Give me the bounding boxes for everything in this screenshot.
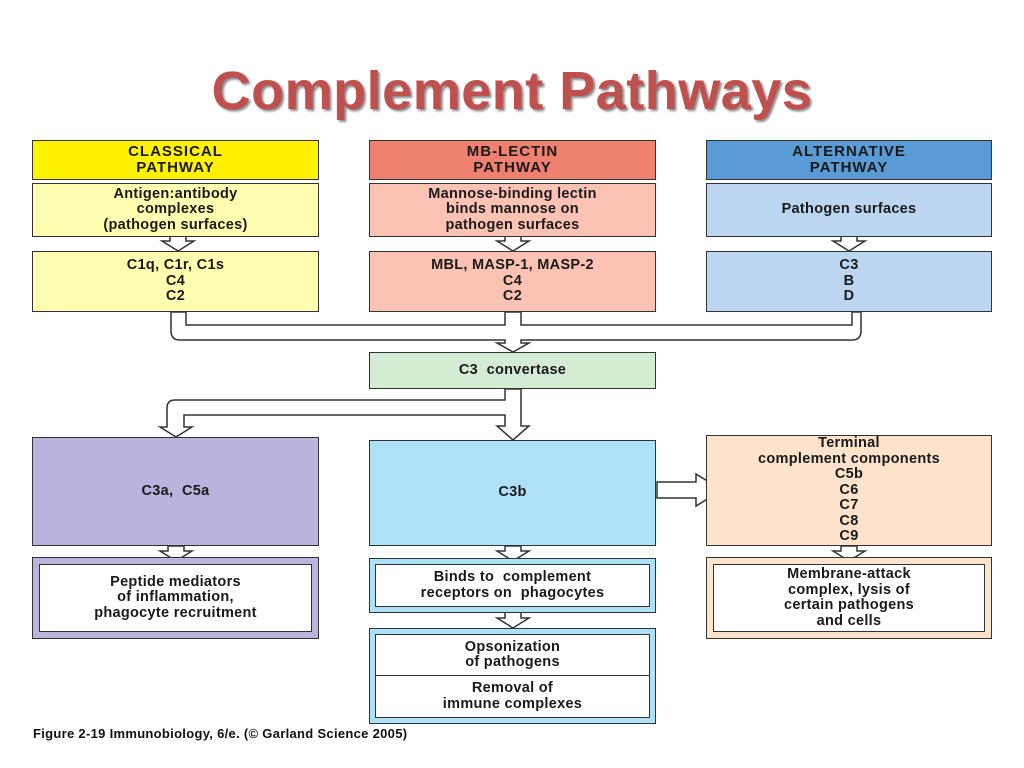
arrow-classical-trigger-to-components <box>159 235 197 252</box>
classical-components-box: C1q, C1r, C1s C4 C2 <box>32 251 319 312</box>
lectin-components-box: MBL, MASP-1, MASP-2 C4 C2 <box>369 251 656 312</box>
opsonization-removal-frame: Opsonization of pathogens Removal of imm… <box>369 628 656 724</box>
peptide-mediators-frame: Peptide mediators of inflammation, phago… <box>32 557 319 639</box>
peptide-mediators-box: Peptide mediators of inflammation, phago… <box>39 564 312 632</box>
arrow-c3b-to-binds <box>494 545 532 562</box>
removal-box: Removal of immune complexes <box>375 676 650 718</box>
arrow-pathways-merge-to-convertase <box>170 311 862 353</box>
c3b-box: C3b <box>369 440 656 546</box>
membrane-attack-box: Membrane-attack complex, lysis of certai… <box>713 564 985 632</box>
arrow-convertase-split <box>157 388 531 441</box>
binds-receptors-box: Binds to complement receptors on phagocy… <box>375 564 650 607</box>
arrow-alternative-trigger-to-components <box>830 235 868 252</box>
figure-caption: Figure 2-19 Immunobiology, 6/e. (© Garla… <box>33 726 408 741</box>
binds-receptors-frame: Binds to complement receptors on phagocy… <box>369 558 656 613</box>
arrow-terminal-to-mac <box>830 545 868 562</box>
arrow-lectin-trigger-to-components <box>494 235 532 252</box>
c3a-c5a-box: C3a, C5a <box>32 437 319 546</box>
classical-pathway-header: CLASSICAL PATHWAY <box>32 140 319 180</box>
lectin-pathway-header: MB-LECTIN PATHWAY <box>369 140 656 180</box>
alternative-trigger-box: Pathogen surfaces <box>706 183 992 237</box>
arrow-c3a-to-peptide <box>157 545 195 562</box>
classical-trigger-box: Antigen:antibody complexes (pathogen sur… <box>32 183 319 237</box>
alternative-pathway-header: ALTERNATIVE PATHWAY <box>706 140 992 180</box>
opsonization-box: Opsonization of pathogens <box>375 634 650 677</box>
lectin-trigger-box: Mannose-binding lectin binds mannose on … <box>369 183 656 237</box>
alternative-components-box: C3 B D <box>706 251 992 312</box>
membrane-attack-frame: Membrane-attack complex, lysis of certai… <box>706 557 992 639</box>
arrow-binds-to-opsonization <box>494 611 532 629</box>
c3-convertase-box: C3 convertase <box>369 352 656 389</box>
page-title: Complement Pathways <box>211 61 813 121</box>
terminal-components-box: Terminal complement components C5b C6 C7… <box>706 435 992 546</box>
